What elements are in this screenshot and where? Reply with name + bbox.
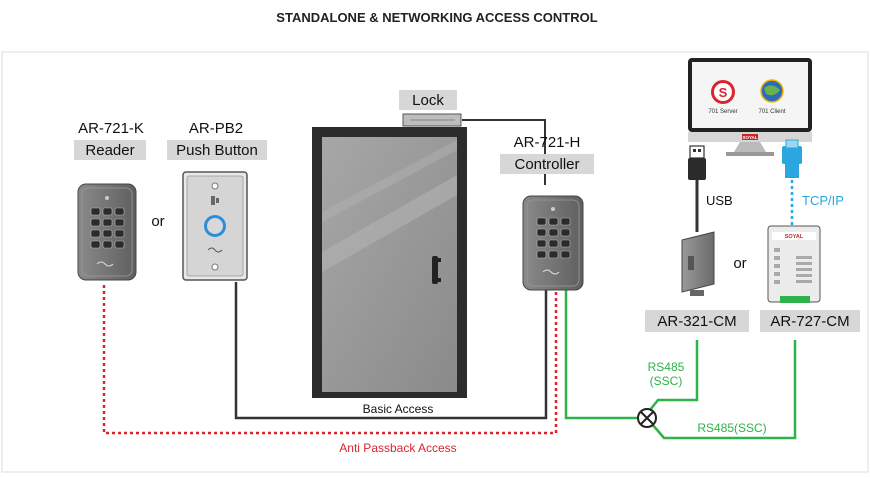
controller-role: Controller xyxy=(514,156,579,173)
monitor-brand: SOYAL xyxy=(742,135,757,140)
computer-monitor xyxy=(688,58,812,156)
junction-cross-icon xyxy=(637,408,657,428)
push-button-role-bg xyxy=(167,140,267,160)
reader-role: Reader xyxy=(85,142,134,159)
controller-device xyxy=(522,195,584,291)
server-app-icon: S xyxy=(711,80,735,104)
client-app-icon xyxy=(760,79,784,103)
converter-727cm-model: AR-727-CM xyxy=(770,313,849,330)
converter-727cm-device xyxy=(767,225,821,303)
rs485-label-line2: (SSC) xyxy=(650,374,683,388)
or-text-2: or xyxy=(733,255,746,272)
converter-727cm-brand: SOYAL xyxy=(785,234,804,240)
controller-model: AR-721-H xyxy=(514,134,581,151)
rs485-321cm-wire xyxy=(649,340,699,411)
converter-727cm-label-bg xyxy=(760,310,860,332)
controller-role-bg xyxy=(500,154,594,174)
anti-passback-label: Anti Passback Access xyxy=(339,441,456,455)
rs485-ssc-label: RS485(SSC) xyxy=(697,421,766,435)
basic-access-label: Basic Access xyxy=(363,402,434,416)
lock-device xyxy=(402,113,462,127)
svg-text:S: S xyxy=(719,85,728,100)
lock-label: Lock xyxy=(412,92,444,109)
push-button-role: Push Button xyxy=(176,142,258,159)
reader-device xyxy=(77,183,137,281)
ethernet-plug-icon xyxy=(782,139,802,178)
rs485-label-line1: RS485 xyxy=(648,360,685,374)
or-text-1: or xyxy=(151,213,164,230)
rs485-727cm-wire xyxy=(651,340,797,440)
door xyxy=(312,127,467,398)
tcpip-label: TCP/IP xyxy=(802,193,844,208)
server-app-label: 701 Server xyxy=(708,109,737,115)
usb-plug-icon xyxy=(688,145,706,180)
push-button-device xyxy=(182,171,248,281)
usb-label: USB xyxy=(706,193,733,208)
client-app-label: 701 Client xyxy=(758,109,785,115)
converter-321cm-device xyxy=(681,231,715,296)
converter-321cm-label-bg xyxy=(645,310,749,332)
anti-passback-wire xyxy=(102,285,558,435)
lock-label-bg xyxy=(399,90,457,110)
converter-321cm-model: AR-321-CM xyxy=(657,313,736,330)
reader-model: AR-721-K xyxy=(78,120,144,137)
push-button-model: AR-PB2 xyxy=(189,120,243,137)
diagram-frame xyxy=(1,51,869,473)
diagram-title: STANDALONE & NETWORKING ACCESS CONTROL xyxy=(276,10,597,25)
basic-access-wire xyxy=(234,282,548,420)
rs485-controller-wire xyxy=(564,288,642,420)
reader-role-bg xyxy=(74,140,146,160)
lock-wire xyxy=(462,119,546,185)
